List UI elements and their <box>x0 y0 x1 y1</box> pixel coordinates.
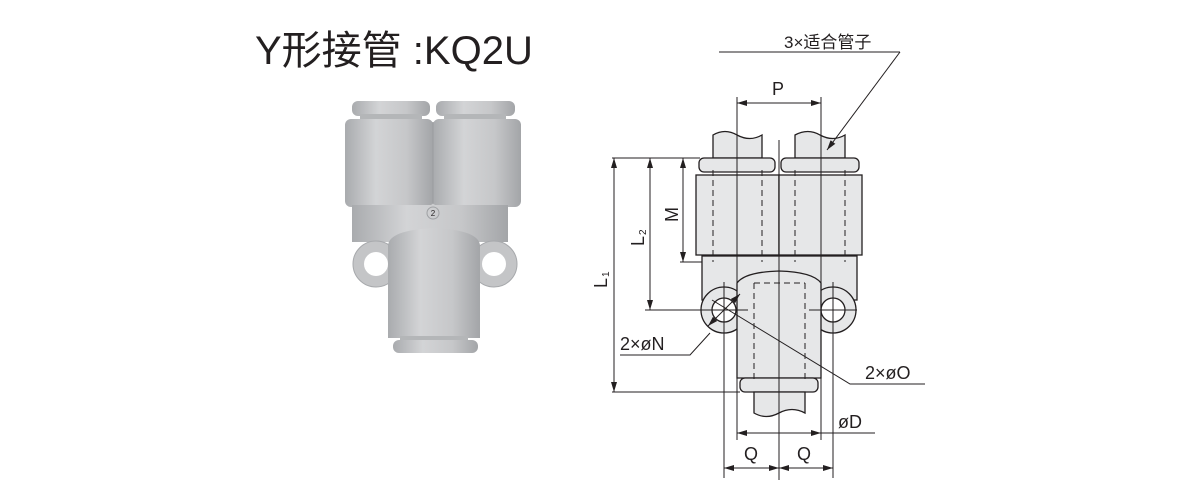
dim-l1-label: L <box>591 278 611 288</box>
dim-o-label: 2×øO <box>865 363 911 383</box>
product-photo: 2 <box>345 101 521 353</box>
dim-d-label: øD <box>838 412 862 432</box>
dim-m-label: M <box>662 207 682 222</box>
dim-q-left-label: Q <box>744 444 758 464</box>
dim-n-label: 2×øN <box>620 334 665 354</box>
photo-marking: 2 <box>431 209 436 218</box>
dimension-labels: 3×适合管子 P M L 2 L 1 2×øN 2×øO øD Q Q <box>591 33 911 464</box>
dimension-lines <box>611 51 925 480</box>
dim-q-right-label: Q <box>797 444 811 464</box>
dim-l1-subscript: 1 <box>601 271 612 277</box>
page-title: Y形接管 :KQ2U <box>255 29 533 73</box>
dim-l2-subscript: 2 <box>638 229 649 235</box>
tube-callout-label: 3×适合管子 <box>784 33 871 52</box>
hidden-lines <box>712 170 846 382</box>
dim-p-label: P <box>772 79 784 99</box>
dim-l2-label: L <box>628 236 648 246</box>
